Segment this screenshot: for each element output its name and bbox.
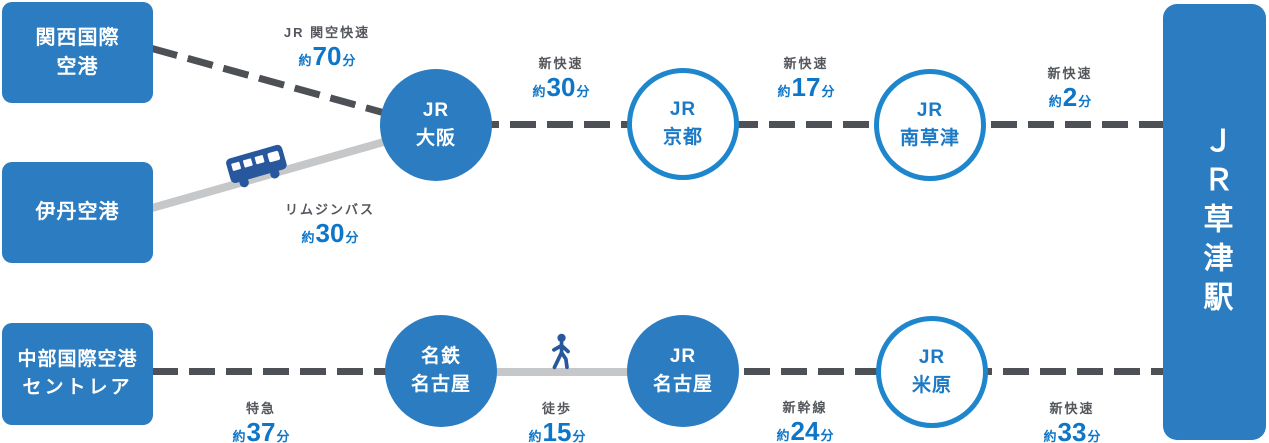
duration-unit: 分 — [342, 53, 356, 68]
duration-approx: 約 — [301, 230, 315, 245]
duration-minutes: 2 — [1062, 82, 1078, 112]
duration-minutes: 24 — [790, 416, 820, 443]
duration-approx: 約 — [532, 84, 546, 99]
duration-approx: 約 — [1043, 429, 1057, 443]
duration-approx: 約 — [298, 53, 312, 68]
origin-name: 伊丹空港 — [35, 201, 120, 223]
station-name: JR — [669, 345, 697, 367]
station-name: 名古屋 — [652, 374, 713, 395]
duration-unit: 分 — [821, 84, 835, 99]
duration-approx: 約 — [776, 428, 790, 443]
duration-unit: 分 — [276, 429, 290, 443]
route-line-top-main — [436, 121, 1164, 128]
line-name: JR 関空快速 — [283, 25, 371, 40]
duration-unit: 分 — [576, 84, 590, 99]
station-name: JR — [918, 346, 946, 368]
duration-minutes: 37 — [246, 417, 276, 443]
station-circle-jr-nagoya: JR 名古屋 — [627, 315, 739, 427]
duration-minutes: 30 — [546, 72, 576, 102]
line-name: 新快速 — [1049, 401, 1095, 416]
destination-name: ＪＲ草津駅 — [1198, 124, 1232, 320]
station-name: JR — [916, 99, 944, 121]
station-name: 米原 — [911, 375, 952, 396]
station-name: 大阪 — [415, 128, 456, 149]
origin-name: 空港 — [56, 55, 99, 78]
station-name: 名古屋 — [410, 374, 471, 395]
station-circle-jr-maibara: JR 米原 — [876, 316, 988, 428]
origin-name: セントレア — [22, 377, 133, 398]
route-line-walk — [490, 368, 690, 376]
duration-unit: 分 — [345, 230, 359, 245]
line-name: 新幹線 — [782, 400, 828, 415]
origin-box-chubu-centrair: 中部国際空港 セントレア — [2, 323, 153, 425]
station-name: 名鉄 — [420, 345, 461, 367]
origin-name: 中部国際空港 — [17, 349, 138, 371]
line-name: 新快速 — [538, 56, 584, 71]
duration-unit: 分 — [1087, 429, 1101, 443]
line-name: 徒歩 — [541, 401, 573, 416]
duration-minutes: 17 — [791, 72, 821, 102]
duration-approx: 約 — [777, 84, 791, 99]
station-name: JR — [422, 99, 450, 121]
bus-icon — [223, 140, 293, 200]
line-name: 特急 — [245, 401, 277, 416]
duration-unit: 分 — [820, 428, 834, 443]
station-name: 京都 — [662, 127, 703, 148]
duration-approx: 約 — [1048, 94, 1062, 109]
duration-minutes: 30 — [315, 218, 345, 248]
duration-approx: 約 — [232, 429, 246, 443]
duration-unit: 分 — [572, 429, 586, 443]
origin-box-itami-airport: 伊丹空港 — [2, 162, 153, 263]
duration-minutes: 70 — [312, 41, 342, 71]
station-circle-jr-minami-kusatsu: JR 南草津 — [874, 69, 986, 181]
line-name: リムジンバス — [284, 202, 376, 217]
duration-minutes: 33 — [1057, 417, 1087, 443]
station-circle-jr-osaka: JR 大阪 — [380, 69, 492, 181]
station-circle-meitetsu-nagoya: 名鉄 名古屋 — [385, 315, 497, 427]
destination-panel-kusatsu-station: ＪＲ草津駅 — [1163, 4, 1266, 440]
duration-unit: 分 — [1078, 94, 1092, 109]
station-circle-jr-kyoto: JR 京都 — [627, 68, 739, 180]
line-name: 新快速 — [783, 56, 829, 71]
origin-box-kansai-airport: 関西国際 空港 — [2, 2, 153, 103]
station-name: 南草津 — [899, 128, 960, 149]
line-name: 新快速 — [1047, 66, 1093, 81]
walking-person-icon — [546, 333, 576, 375]
origin-name: 関西国際 — [35, 26, 120, 49]
duration-minutes: 15 — [542, 417, 572, 443]
duration-approx: 約 — [528, 429, 542, 443]
station-name: JR — [669, 98, 697, 120]
